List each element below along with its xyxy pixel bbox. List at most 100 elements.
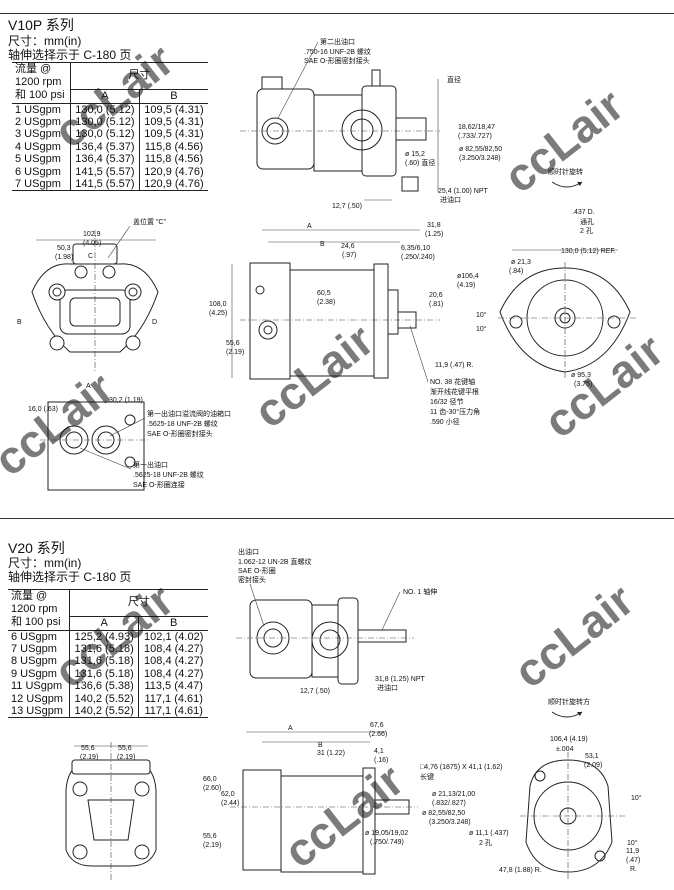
- dim-a-cell: 136,6 (5.38): [68, 680, 139, 693]
- v10p-dim-h4: 20,6: [429, 292, 443, 299]
- v10p-dim-w2b: (1.98): [55, 254, 73, 261]
- v10p-first-outlet-alt-2: .5625-18 UNF-2B 螺纹: [147, 419, 218, 428]
- v20-rotation-label: 顺时针旋转方: [548, 697, 590, 706]
- v10p-port-f2: 16,0 (.63): [28, 406, 58, 413]
- v10p-dim-b: B: [320, 241, 325, 248]
- v10p-dim-h3: 55,6: [226, 340, 240, 347]
- v20-dim-h1: 66,0: [203, 776, 217, 783]
- dim-b-cell: 120,9 (4.76): [138, 177, 208, 192]
- v10p-spline-4: 11 齿-30°压力角: [430, 407, 480, 416]
- v10p-first-outlet-3: SAE O-形圈连接: [133, 480, 185, 489]
- dim-b-cell: 115,8 (4.56): [138, 153, 208, 166]
- v20-dim-e1b: (2.66): [369, 731, 387, 738]
- dim-a-cell: 130,0 (5.12): [69, 115, 140, 129]
- v10p-flange-g1c: 2 孔: [580, 227, 593, 235]
- flow-cell: 7 USgpm: [12, 177, 71, 192]
- flow-cell: 2 USgpm: [15, 115, 61, 128]
- v10p-spline-3: 16/32 径节: [430, 397, 463, 406]
- v10p-second-outlet-3: SAE O-形圈密封接头: [304, 56, 370, 65]
- v10p-dim-e2: 24,6: [341, 243, 355, 250]
- v10p-dim-w1: 102,9: [83, 231, 101, 238]
- flow-header-2: 1200 rpm: [11, 603, 58, 615]
- col-b-header: B: [138, 88, 208, 104]
- v20-dim-d1: 12,7 (.50): [300, 688, 330, 695]
- v20-flange-g3: 10°: [631, 794, 642, 802]
- dim-a-cell: 141,5 (5.57): [69, 165, 140, 178]
- v20-flange-g2: 53,1: [585, 753, 599, 760]
- flow-header-1: 流量 @: [12, 62, 71, 76]
- col-a-header: A: [68, 615, 139, 631]
- svg-text:ccLair: ccLair: [504, 573, 643, 697]
- v20-dim-b: B: [318, 742, 323, 749]
- v20-key-1: □4,76 (1875) X 41,1 (1.62): [420, 764, 502, 771]
- v10p-spline-1: NO. 38 花键轴: [430, 377, 475, 386]
- v20-shaft-s3: ø 19,05/19,02: [365, 830, 408, 837]
- dim-a-cell: 130,0 (5.12): [69, 128, 140, 141]
- v10p-dim-d3: ø 15,2: [405, 151, 425, 158]
- v10p-flange-g1: .437 D.: [572, 209, 595, 216]
- v20-shaft-s1: ø 21,13/21,00: [432, 791, 475, 798]
- v10p-flange-g3: ø 21,3: [511, 259, 531, 266]
- v10p-rotation-label: 顺时针旋转: [548, 167, 583, 176]
- dim-header: 尺寸: [68, 589, 208, 616]
- v10p-flange-g2: 130,0 (5.12) REF.: [561, 248, 616, 255]
- col-b-header: B: [138, 615, 208, 631]
- v20-dim-a: A: [288, 725, 293, 732]
- dim-b-cell: 108,4 (4.27): [138, 667, 208, 681]
- dim-header: 尺寸: [69, 62, 208, 89]
- flow-cell: 8 USgpm: [11, 655, 57, 668]
- flow-cell: 5 USgpm: [15, 153, 61, 166]
- v10p-inlet-2: 进油口: [440, 195, 461, 204]
- v20-inlet-1: 31,8 (1.25) NPT: [375, 676, 426, 683]
- flow-header-1: 流量 @: [8, 589, 70, 603]
- dim-b-cell: 113,5 (4.47): [138, 680, 208, 693]
- dim-a-cell: 131,6 (5.18): [68, 667, 139, 681]
- v10p-dim-a: A: [307, 223, 312, 230]
- v20-outlet-3: SAE O-形圈: [238, 567, 276, 575]
- v20-dim-h2b: (2.44): [221, 800, 239, 807]
- v20-dim-h3: 55,6: [203, 833, 217, 840]
- v10p-cover-position: 盖位置 "C": [133, 217, 166, 226]
- v10p-side-view: [240, 69, 440, 192]
- dim-a-cell: 125,2 (4.93): [68, 630, 139, 643]
- v20-inlet-2: 进油口: [377, 683, 398, 692]
- v10p-dim-e3: 6,35/6,10: [401, 245, 430, 252]
- v20-outlet-4: 密封接头: [238, 575, 266, 584]
- v20-shaft-s3b: (.750/.749): [370, 839, 404, 846]
- v20-shaft-s4: ø 11,1 (.437): [469, 830, 509, 837]
- flow-cell: 13 USgpm: [8, 704, 70, 719]
- v20-shaft-s1b: (.832/.827): [432, 800, 466, 807]
- v10p-dim-d4: 12,7 (.50): [332, 203, 362, 210]
- v20-flange-g4: 10°: [627, 839, 638, 847]
- dim-b-cell: 115,8 (4.56): [138, 140, 208, 154]
- v10p-profile-view: [240, 262, 440, 380]
- arrowhead-icon: [577, 182, 582, 186]
- flow-cell: 9 USgpm: [11, 667, 57, 680]
- v10p-dim-d2: ø 82,55/82,50: [459, 146, 502, 153]
- v10p-title: V10P 系列: [8, 17, 74, 33]
- v20-side-view: [236, 597, 414, 685]
- v20-dim-e1: 67,6: [370, 722, 384, 729]
- v20-size-unit: 尺寸：mm(in): [8, 556, 82, 570]
- v10p-flange-view: [498, 262, 636, 378]
- v10p-dim-e1: 31,8: [427, 222, 441, 229]
- v20-dim-w1: 55,6: [81, 745, 95, 752]
- v10p-dim-e2b: (.97): [342, 252, 356, 259]
- v20-dim-e2: 31 (1.22): [317, 750, 345, 757]
- svg-text:ccLair: ccLair: [44, 33, 183, 157]
- v10p-flange-g4b: (4.19): [457, 282, 475, 289]
- v10p-flange-g1b: 通孔: [580, 217, 594, 226]
- v20-dim-h3b: (2.19): [203, 842, 221, 849]
- v10p-dim-h4b: (.81): [429, 301, 443, 308]
- v10p-first-outlet-alt-3: SAE O-形圈密封接头: [147, 429, 213, 438]
